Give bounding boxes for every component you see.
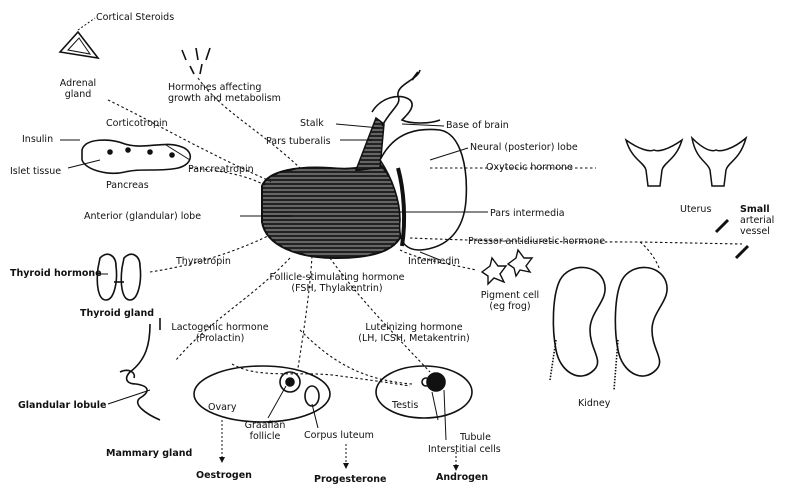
label-graafian-1: Graafian xyxy=(240,420,290,431)
label-anterior-lobe: Anterior (glandular) lobe xyxy=(84,211,201,222)
label-oestrogen: Oestrogen xyxy=(196,470,252,481)
pancreas-drawing xyxy=(82,140,190,173)
label-graafian-follicle: Graafian follicle xyxy=(240,420,290,442)
label-lh-1: Luteinizing hormone xyxy=(344,322,484,333)
anterior-lobe-drawing xyxy=(262,160,404,258)
base-of-brain-drawing xyxy=(372,70,440,126)
label-pancreas: Pancreas xyxy=(106,180,149,191)
pigment-cell-drawing xyxy=(482,250,532,284)
label-pressor-hormone: Pressor-antidiuretic hormone xyxy=(468,236,605,247)
label-uterus: Uterus xyxy=(680,204,711,215)
label-lh-2: (LH, ICSH, Metakentrin) xyxy=(344,333,484,344)
label-corticotropin: Corticotropin xyxy=(106,118,168,129)
label-testis: Testis xyxy=(392,400,418,411)
adrenal-gland-drawing xyxy=(60,32,98,58)
label-pars-intermedia: Pars intermedia xyxy=(490,208,565,219)
label-islet-tissue: Islet tissue xyxy=(10,166,61,177)
label-small-vessel: Small arterial vessel xyxy=(740,204,774,237)
uterus-drawing xyxy=(626,138,746,186)
label-oxytocic-hormone: Oxytocic hormone xyxy=(486,162,573,173)
label-pigment-cell: Pigment cell (eg frog) xyxy=(470,290,550,312)
label-insulin: Insulin xyxy=(22,134,53,145)
mammary-drawing xyxy=(120,318,160,420)
thyroid-drawing xyxy=(97,254,140,300)
label-mammary-gland: Mammary gland xyxy=(106,448,192,459)
label-graafian-2: follicle xyxy=(240,431,290,442)
label-lh: Luteinizing hormone (LH, ICSH, Metakentr… xyxy=(344,322,484,344)
label-adrenal-gland: Adrenal gland xyxy=(58,78,98,100)
label-pancreatropin: Pancreatropin xyxy=(188,164,254,175)
label-intermedin: Intermedin xyxy=(408,256,460,267)
ovary-drawing xyxy=(194,366,330,422)
label-pigment-cell-1: Pigment cell xyxy=(470,290,550,301)
label-neural-lobe: Neural (posterior) lobe xyxy=(470,142,578,153)
label-interstitial: Interstitial cells xyxy=(428,444,501,455)
kidney-drawing xyxy=(550,267,667,390)
label-fsh-1: Follicle-stimulating hormone xyxy=(262,272,412,283)
label-thyroid-gland: Thyroid gland xyxy=(80,308,154,319)
label-ovary: Ovary xyxy=(208,402,236,413)
label-pars-tuberalis: Pars tuberalis xyxy=(266,136,331,147)
label-thyrotropin: Thyrotropin xyxy=(176,256,231,267)
label-corpus-luteum: Corpus luteum xyxy=(304,430,374,441)
testis-drawing xyxy=(376,366,472,418)
label-kidney: Kidney xyxy=(578,398,610,409)
label-small-vessel-3: vessel xyxy=(740,226,774,237)
label-progesterone: Progesterone xyxy=(314,474,386,485)
label-small-vessel-1: Small xyxy=(740,204,774,215)
label-androgen: Androgen xyxy=(436,472,488,483)
label-hormones-growth: Hormones affecting growth and metabolism xyxy=(168,82,281,104)
label-fsh: Follicle-stimulating hormone (FSH, Thyla… xyxy=(262,272,412,294)
growth-hormone-marks xyxy=(182,48,210,74)
label-fsh-2: (FSH, Thylakentrin) xyxy=(262,283,412,294)
label-base-of-brain: Base of brain xyxy=(446,120,509,131)
leader-cortical xyxy=(78,18,95,30)
label-cortical-steroids: Cortical Steroids xyxy=(96,12,174,23)
label-pigment-cell-2: (eg frog) xyxy=(470,301,550,312)
label-tubule: Tubule xyxy=(460,432,491,443)
label-stalk: Stalk xyxy=(300,118,324,129)
label-thyroid-hormone: Thyroid hormone xyxy=(10,268,102,279)
label-adrenal-gland-2: gland xyxy=(58,89,98,100)
label-lactogenic: Lactogenic hormone (Prolactin) xyxy=(170,322,270,344)
label-hormones-growth-2: growth and metabolism xyxy=(168,93,281,104)
label-adrenal-gland-1: Adrenal xyxy=(58,78,98,89)
label-hormones-growth-1: Hormones affecting xyxy=(168,82,281,93)
label-small-vessel-2: arterial xyxy=(740,215,774,226)
label-lactogenic-2: (Prolactin) xyxy=(170,333,270,344)
label-lactogenic-1: Lactogenic hormone xyxy=(170,322,270,333)
label-glandular-lobule: Glandular lobule xyxy=(18,400,107,411)
